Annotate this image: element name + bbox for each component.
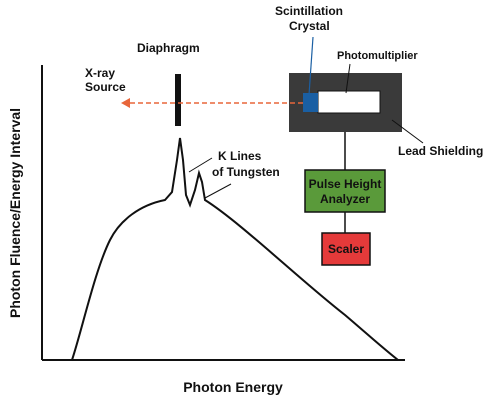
diaphragm-bar [175,74,181,126]
photomultiplier-pointer [345,63,351,94]
photomultiplier-label: Photomultiplier [337,50,418,62]
xray-arrowhead [121,98,130,108]
pha-label-line1: Pulse Height [309,177,382,191]
scaler-box [321,232,371,266]
scintillation-pointer [308,36,314,96]
diaphragm-label: Diaphragm [137,41,200,55]
pha-label-line2: Analyzer [320,192,370,206]
klines-pointer-2 [204,183,232,199]
scintillation-label-line2: Crystal [289,19,330,33]
y-axis-label: Photon Fluence/Energy Interval [7,108,23,318]
xray-source-label-line2: Source [85,80,126,94]
scintillation-label-line1: Scintillation [275,4,343,18]
photomultiplier-tube [317,90,381,114]
scaler-label: Scaler [328,242,364,256]
scintillation-crystal [303,93,318,112]
klines-label-line2: of Tungsten [212,165,280,179]
lead-shielding-pointer [391,119,424,144]
xray-source-label-line1: X-ray [85,66,115,80]
spectrum-curve [71,137,399,361]
klines-pointer-1 [188,157,213,173]
klines-label-line1: K Lines [218,149,262,163]
pulse-height-analyzer-box [304,169,386,213]
lead-shielding-label: Lead Shielding [398,144,483,158]
x-axis-label: Photon Energy [183,379,283,395]
